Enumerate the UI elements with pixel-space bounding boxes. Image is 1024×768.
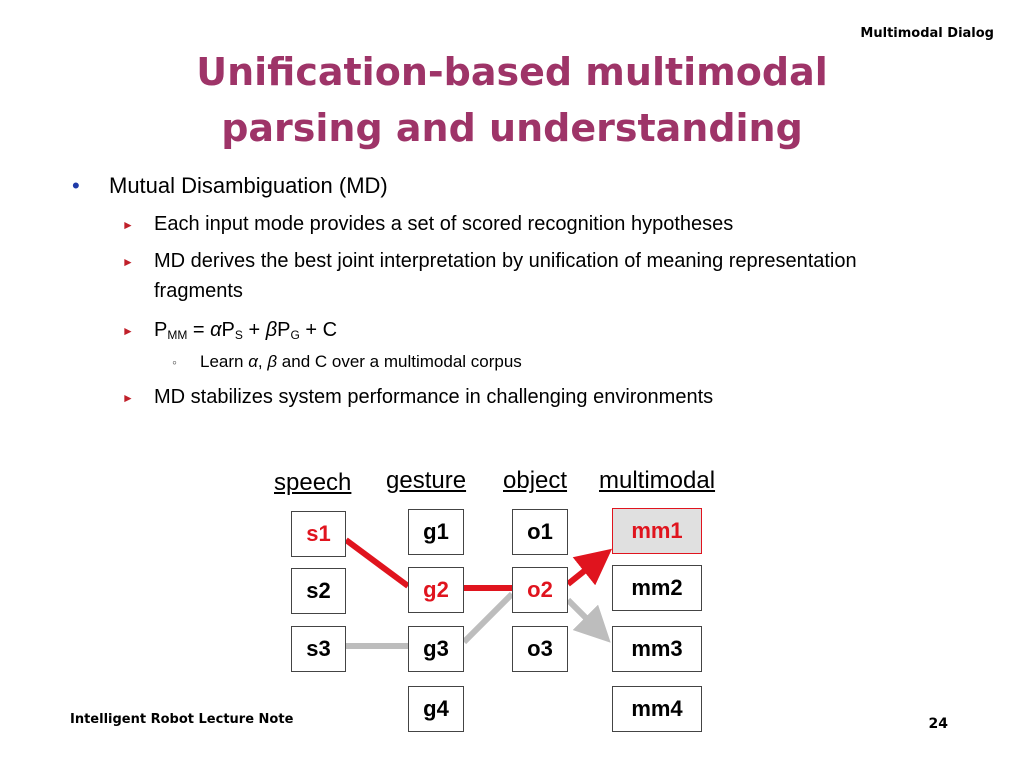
formula: PMM = αPS + βPG + C [154, 319, 338, 342]
gesture-box-g1: g1 [408, 509, 464, 555]
best-arrow-o2-mm1 [566, 548, 613, 587]
speech-box-s2: s2 [291, 568, 346, 614]
triangle-bullet-icon: ► [122, 255, 134, 269]
multimodal-box-mm4: mm4 [612, 686, 702, 732]
sub-bullet-4-text: MD stabilizes system performance in chal… [154, 386, 714, 408]
multimodal-box-mm1: mm1 [612, 508, 702, 554]
sub-bullet-2-text: MD derives the best joint interpretation… [154, 250, 857, 302]
multimodal-box-mm2: mm2 [612, 565, 702, 611]
column-label-object: object [503, 467, 568, 494]
column-label-multimodal: multimodal [599, 467, 716, 494]
speech-box-s3: s3 [291, 626, 346, 672]
title-line-2: parsing and understanding [221, 106, 803, 150]
learn-text: Learn α, β and C over a multimodal corpu… [200, 352, 522, 371]
title-line-1: Unification-based multimodal [196, 50, 828, 94]
best-link-s1-g2 [344, 537, 410, 589]
column-label-gesture: gesture [386, 467, 467, 494]
circle-bullet-icon: ◦ [172, 354, 177, 370]
multimodal-box-mm3: mm3 [612, 626, 702, 672]
gesture-box-g2: g2 [408, 567, 464, 613]
bullet-dot-icon: • [72, 173, 80, 198]
page-number: 24 [928, 716, 948, 732]
slide-title: Unification-based multimodal parsing and… [0, 44, 1024, 156]
triangle-bullet-icon: ► [122, 324, 134, 338]
slide-header-label: Multimodal Dialog [860, 26, 994, 41]
column-label-speech: speech [274, 469, 352, 496]
speech-box-s1: s1 [291, 511, 346, 557]
alt-arrow-o2-mm3 [565, 597, 611, 643]
triangle-bullet-icon: ► [122, 218, 134, 232]
gesture-box-g3: g3 [408, 626, 464, 672]
footer-lecture-note: Intelligent Robot Lecture Note [70, 712, 294, 727]
object-box-o3: o3 [512, 626, 568, 672]
alt-link-g3-o2 [461, 591, 515, 645]
gesture-box-g4: g4 [408, 686, 464, 732]
bullet-md-text: Mutual Disambiguation (MD) [109, 173, 388, 198]
sub-bullet-1-text: Each input mode provides a set of scored… [154, 213, 734, 235]
triangle-bullet-icon: ► [122, 391, 134, 405]
object-box-o1: o1 [512, 509, 568, 555]
object-box-o2: o2 [512, 567, 568, 613]
